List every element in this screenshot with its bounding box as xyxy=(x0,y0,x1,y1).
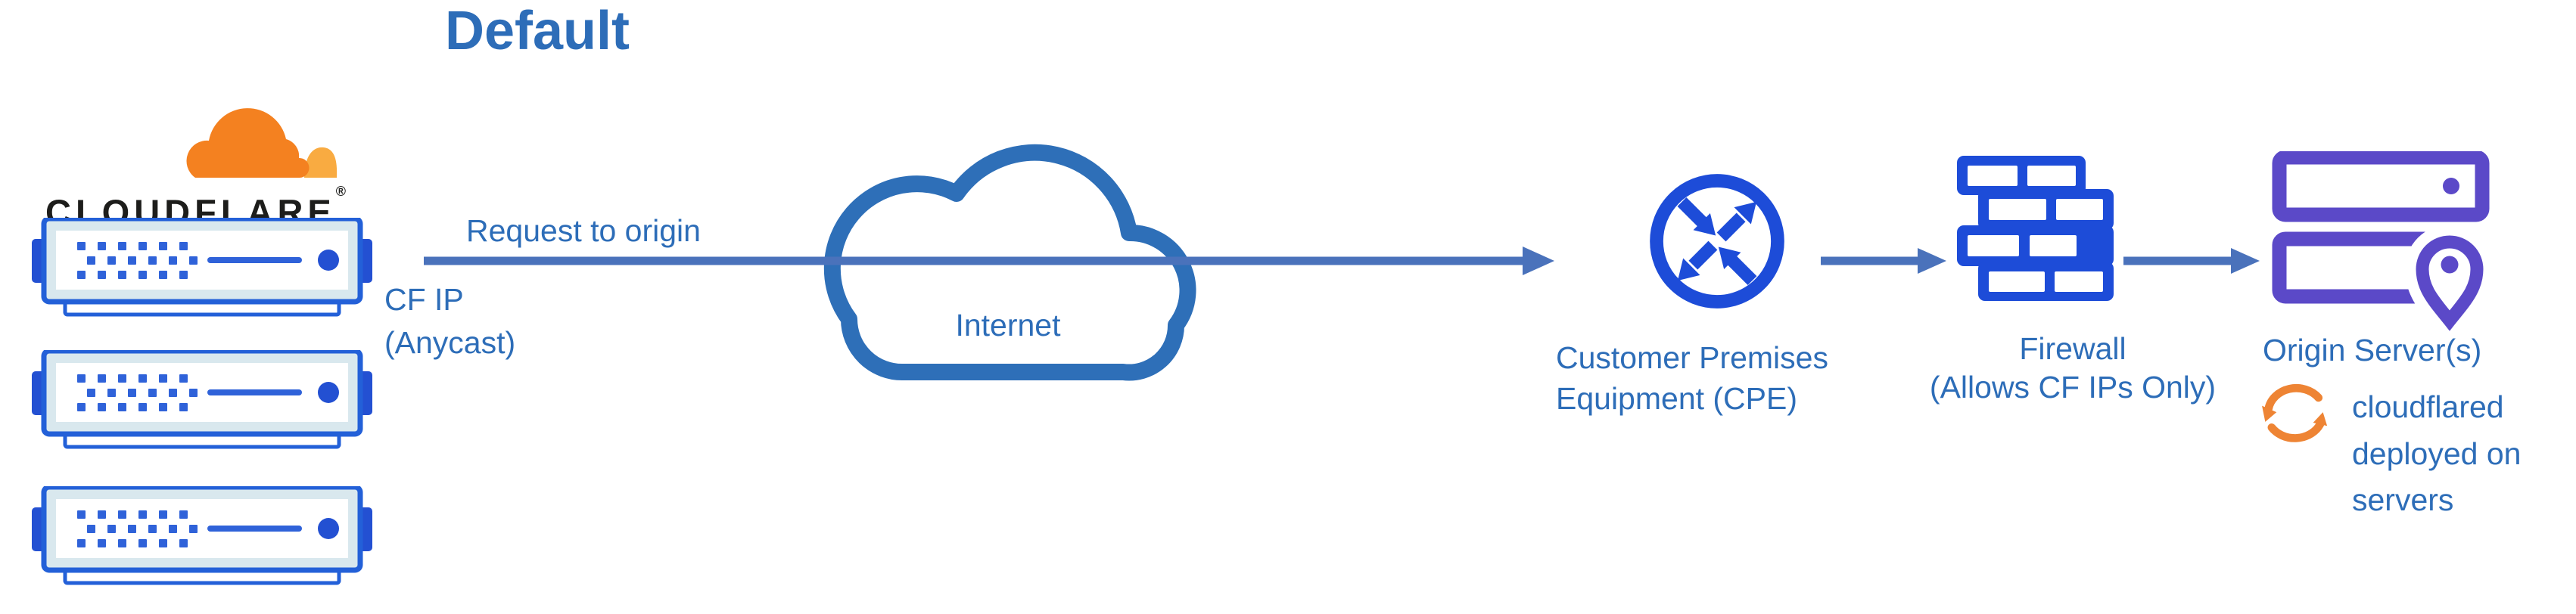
router-exchange-arrows-icon xyxy=(1650,174,1784,309)
registered-trademark: ® xyxy=(335,184,347,199)
sync-arrows-icon xyxy=(2262,383,2328,442)
brick-wall-icon xyxy=(1957,156,2114,301)
page-title: Default xyxy=(445,1,630,61)
cloudflared-note: cloudflared deployed on servers xyxy=(2352,389,2522,517)
cpe-label: Customer Premises Equipment (CPE) xyxy=(1556,340,1828,417)
request-to-origin-label: Request to origin xyxy=(466,213,701,248)
cf-ip-anycast-label: CF IP (Anycast) xyxy=(384,282,516,361)
cloudflare-cloud-logo xyxy=(186,108,338,178)
firewall-label: Firewall (Allows CF IPs Only) xyxy=(1929,331,2217,405)
server-stack-location-pin-icon xyxy=(2272,151,2491,333)
origin-servers-label: Origin Server(s) xyxy=(2263,333,2482,367)
internet-label: Internet xyxy=(955,308,1061,343)
